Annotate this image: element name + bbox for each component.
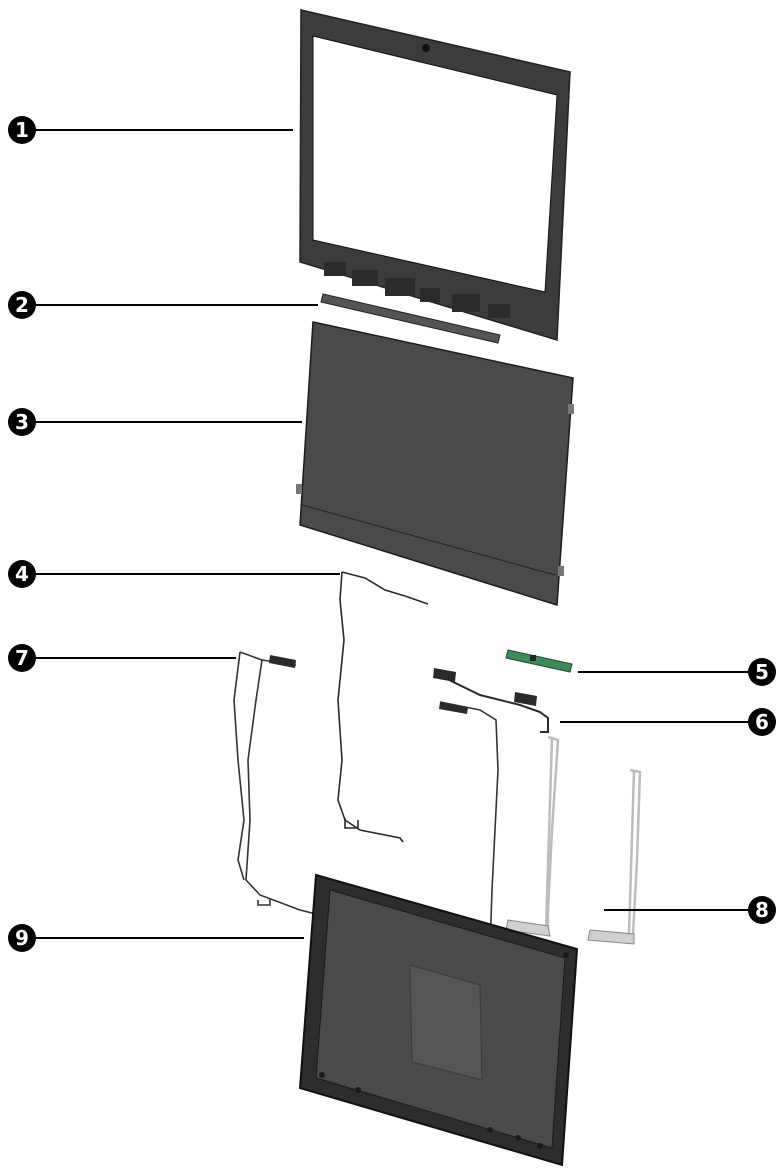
svg-text:4: 4 bbox=[15, 562, 29, 586]
svg-text:6: 6 bbox=[755, 710, 769, 734]
hinge-left bbox=[509, 735, 560, 932]
webcam-cable bbox=[433, 668, 549, 733]
svg-text:7: 7 bbox=[15, 646, 29, 670]
svg-text:8: 8 bbox=[755, 898, 769, 922]
callout-5: 5 bbox=[748, 658, 776, 686]
display-panel bbox=[296, 321, 574, 606]
callout-7: 7 bbox=[8, 644, 36, 672]
display-bezel bbox=[299, 9, 571, 341]
callout-4: 4 bbox=[8, 560, 36, 588]
callout-8: 8 bbox=[748, 896, 776, 924]
webcam-module bbox=[505, 649, 573, 673]
svg-text:3: 3 bbox=[15, 410, 29, 434]
callout-3: 3 bbox=[8, 408, 36, 436]
hinge-brackets bbox=[505, 919, 635, 945]
svg-text:2: 2 bbox=[15, 293, 29, 317]
svg-text:5: 5 bbox=[755, 660, 769, 684]
callout-2: 2 bbox=[8, 291, 36, 319]
callout-9: 9 bbox=[8, 924, 36, 952]
callout-1: 1 bbox=[8, 116, 36, 144]
callout-6: 6 bbox=[748, 708, 776, 736]
display-back-cover bbox=[298, 873, 579, 1167]
antenna-pads bbox=[269, 655, 468, 714]
leader-lines bbox=[35, 129, 748, 939]
svg-text:9: 9 bbox=[15, 926, 29, 950]
svg-text:1: 1 bbox=[15, 118, 29, 142]
antenna-cable bbox=[337, 571, 429, 843]
bezel-strip bbox=[320, 293, 501, 344]
webcam-lens-icon bbox=[422, 44, 430, 52]
